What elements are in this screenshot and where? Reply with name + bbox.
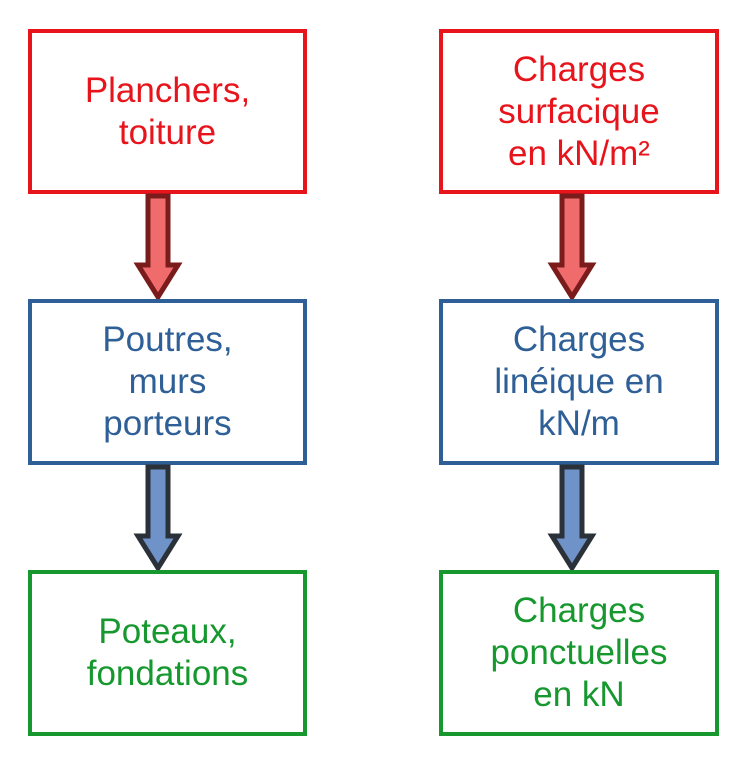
box-poutres-murs-porteurs: Poutres, murs porteurs	[28, 299, 307, 465]
box-poutres-murs-porteurs-label: Poutres, murs porteurs	[102, 320, 233, 443]
box-poteaux-fondations-label: Poteaux, fondations	[86, 612, 249, 693]
down-arrow-icon	[547, 193, 597, 302]
box-charges-lineique-label: Charges linéique en kN/m	[494, 320, 664, 443]
down-arrow-icon	[133, 193, 183, 302]
box-planchers-toiture: Planchers, toiture	[28, 29, 307, 194]
down-arrow-icon	[133, 464, 183, 573]
box-charges-surfacique-label: Charges surfacique en kN/m²	[498, 49, 660, 173]
box-charges-surfacique: Charges surfacique en kN/m²	[439, 29, 719, 194]
box-charges-ponctuelles: Charges ponctuelles en kN	[439, 570, 719, 736]
box-poteaux-fondations: Poteaux, fondations	[28, 570, 307, 736]
box-planchers-toiture-label: Planchers, toiture	[84, 70, 251, 152]
box-charges-ponctuelles-label: Charges ponctuelles en kN	[490, 591, 668, 714]
down-arrow-icon	[547, 464, 597, 573]
box-charges-lineique: Charges linéique en kN/m	[439, 299, 719, 465]
